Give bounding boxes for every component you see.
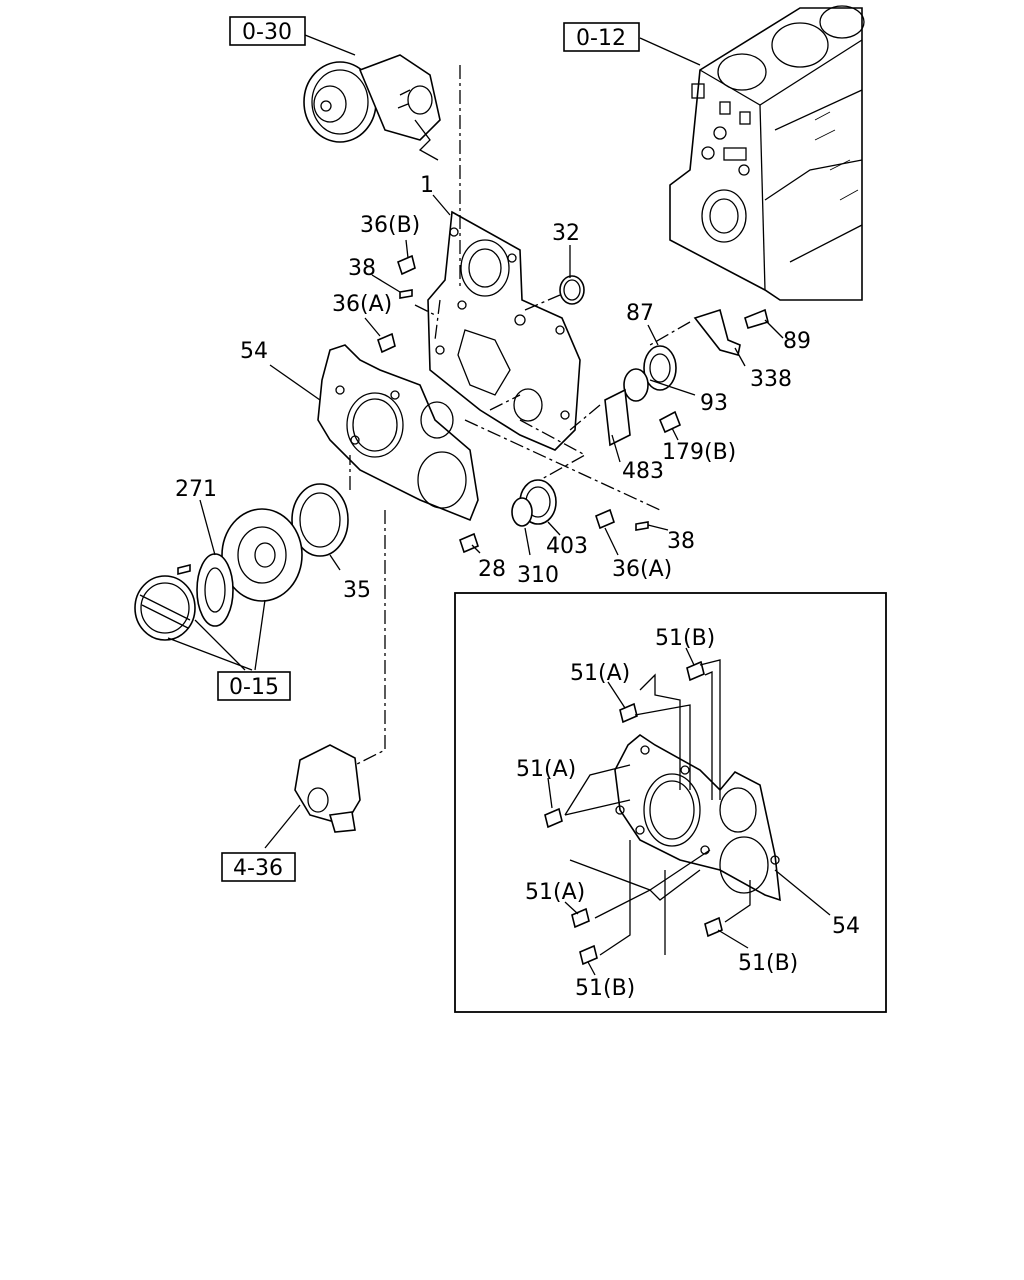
label-part-271: 271 (175, 477, 217, 502)
inset-label-51a-middle: 51(A) (516, 757, 576, 782)
label-part-403: 403 (546, 534, 588, 559)
label-part-93: 93 (700, 391, 728, 416)
inset-label-51b-bottom-right: 51(B) (738, 951, 798, 976)
label-part-28: 28 (478, 557, 506, 582)
alignment-lines (349, 65, 691, 766)
reference-box-0-15: 0-15 (217, 671, 291, 701)
timing-gear-case (427, 210, 581, 451)
detail-inset: 51(B) 51(A) 51(A) 51(A) 51(B) 51(B) 54 (454, 592, 887, 1013)
inset-label-54: 54 (832, 914, 860, 939)
label-part-36a-upper: 36(A) (332, 292, 392, 317)
label-part-54: 54 (240, 339, 268, 364)
leader-lines (167, 34, 784, 849)
inset-label-51a-upper: 51(A) (570, 661, 630, 686)
label-part-38-lower: 38 (667, 529, 695, 554)
svg-text:4-36: 4-36 (233, 856, 283, 881)
engine-rear-plate (317, 344, 479, 522)
label-part-1: 1 (420, 173, 434, 198)
label-part-38-upper: 38 (348, 256, 376, 281)
label-part-338: 338 (750, 367, 792, 392)
label-part-36b: 36(B) (360, 213, 420, 238)
crankshaft-gear (511, 479, 557, 527)
label-part-179b: 179(B) (662, 440, 736, 465)
crank-pulley (134, 508, 303, 641)
svg-text:0-15: 0-15 (229, 675, 279, 700)
reference-box-0-30: 0-30 (229, 16, 306, 46)
inset-label-51b-top: 51(B) (655, 626, 715, 651)
svg-text:0-30: 0-30 (242, 20, 292, 45)
label-part-35: 35 (343, 578, 371, 603)
oil-seal (291, 483, 349, 557)
label-part-310: 310 (517, 563, 559, 588)
label-part-36a-lower: 36(A) (612, 557, 672, 582)
label-part-87: 87 (626, 301, 654, 326)
small-parts (559, 275, 769, 447)
label-part-32: 32 (552, 221, 580, 246)
reference-box-0-12: 0-12 (563, 22, 640, 52)
engine-block (669, 5, 865, 301)
svg-text:0-12: 0-12 (576, 26, 626, 51)
water-pump-assembly (303, 54, 441, 161)
inset-label-51a-lower: 51(A) (525, 880, 585, 905)
vacuum-pump (294, 744, 361, 833)
label-part-483: 483 (622, 459, 664, 484)
bolts (177, 254, 649, 576)
inset-label-51b-bottom-left: 51(B) (575, 976, 635, 1001)
reference-box-4-36: 4-36 (221, 852, 296, 882)
label-part-89: 89 (783, 329, 811, 354)
